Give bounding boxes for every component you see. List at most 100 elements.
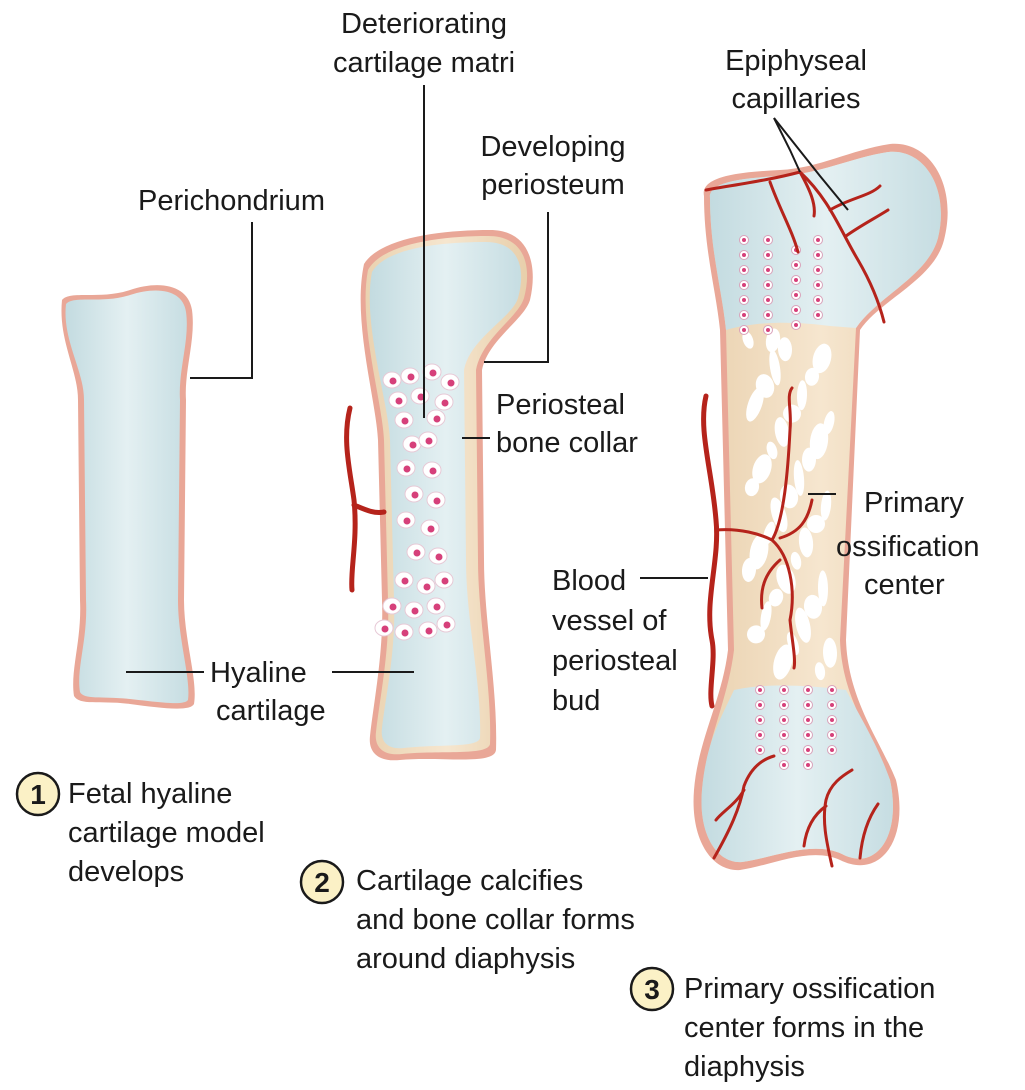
label-deteriorating-2: cartilage matri xyxy=(333,47,515,79)
cell-nucleus xyxy=(816,268,820,272)
cell-nucleus xyxy=(816,238,820,242)
cell-nucleus xyxy=(412,608,419,615)
cell-nucleus xyxy=(794,278,798,282)
cell-nucleus xyxy=(434,498,441,505)
cell-nucleus xyxy=(404,466,411,473)
cell-nucleus xyxy=(742,328,746,332)
cell-nucleus xyxy=(766,238,770,242)
step-1-line-2: cartilage model xyxy=(68,817,265,849)
cell-nucleus xyxy=(782,748,786,752)
label-periosteal-collar-1: Periosteal xyxy=(496,389,625,421)
cell-nucleus xyxy=(830,688,834,692)
label-hyaline-2: cartilage xyxy=(216,695,326,727)
cell-nucleus xyxy=(442,400,449,407)
cell-nucleus xyxy=(434,416,441,423)
cell-nucleus xyxy=(758,748,762,752)
cell-nucleus xyxy=(402,630,409,637)
cell-nucleus xyxy=(816,253,820,257)
cell-nucleus xyxy=(426,628,433,635)
cell-nucleus xyxy=(766,283,770,287)
cell-nucleus xyxy=(766,268,770,272)
step-3-line-1: Primary ossification xyxy=(684,973,935,1005)
step-3-caption: 3 Primary ossification center forms in t… xyxy=(631,968,935,1083)
cell-nucleus xyxy=(816,298,820,302)
step-1-line-3: develops xyxy=(68,856,184,888)
label-primary-center-1: Primary xyxy=(864,487,964,519)
label-blood-vessel-2: vessel of xyxy=(552,605,667,637)
cell-nucleus xyxy=(382,626,389,633)
cell-nucleus xyxy=(782,688,786,692)
label-epiphyseal-1: Epiphyseal xyxy=(725,45,867,77)
cell-nucleus xyxy=(794,263,798,267)
cell-nucleus xyxy=(782,703,786,707)
step-2-line-2: and bone collar forms xyxy=(356,904,635,936)
cell-nucleus xyxy=(742,313,746,317)
cell-nucleus xyxy=(830,718,834,722)
periosteal-bud-vessel xyxy=(704,396,717,706)
cell-nucleus xyxy=(448,380,455,387)
step-2-line-1: Cartilage calcifies xyxy=(356,865,583,897)
cell-nucleus xyxy=(830,703,834,707)
cell-nucleus xyxy=(444,622,451,629)
label-primary-center-3: center xyxy=(864,569,945,601)
cell-nucleus xyxy=(742,253,746,257)
step-2-number: 2 xyxy=(314,867,330,898)
cell-nucleus xyxy=(434,604,441,611)
cell-nucleus xyxy=(816,313,820,317)
cell-nucleus xyxy=(830,748,834,752)
leader-perichondrium xyxy=(190,222,252,378)
cell-nucleus xyxy=(390,378,397,385)
step-3-number: 3 xyxy=(644,974,660,1005)
label-deteriorating-1: Deteriorating xyxy=(341,8,507,40)
label-periosteal-collar-2: bone collar xyxy=(496,427,638,459)
cell-nucleus xyxy=(390,604,397,611)
label-blood-vessel-4: bud xyxy=(552,685,600,717)
cell-nucleus xyxy=(404,518,411,525)
cell-nucleus xyxy=(806,718,810,722)
step-1-caption: 1 Fetal hyaline cartilage model develops xyxy=(17,773,265,888)
cell-nucleus xyxy=(428,526,435,533)
cell-nucleus xyxy=(402,578,409,585)
cell-nucleus xyxy=(410,442,417,449)
cell-nucleus xyxy=(794,323,798,327)
step-1-line-1: Fetal hyaline xyxy=(68,778,232,810)
cell-nucleus xyxy=(758,718,762,722)
cell-nucleus xyxy=(830,733,834,737)
label-perichondrium: Perichondrium xyxy=(138,185,325,217)
label-primary-center-2: ossification xyxy=(836,531,979,563)
cell-nucleus xyxy=(402,418,409,425)
cell-nucleus xyxy=(396,398,403,405)
label-blood-vessel-1: Blood xyxy=(552,565,626,597)
step-3-line-2: center forms in the xyxy=(684,1012,924,1044)
cell-nucleus xyxy=(816,283,820,287)
cell-nucleus xyxy=(426,438,433,445)
cell-nucleus xyxy=(782,763,786,767)
cell-nucleus xyxy=(806,748,810,752)
cell-nucleus xyxy=(742,238,746,242)
label-blood-vessel-3: periosteal xyxy=(552,645,678,677)
cell-nucleus xyxy=(408,374,415,381)
step-2-line-3: around diaphysis xyxy=(356,943,575,975)
cell-nucleus xyxy=(794,293,798,297)
cell-nucleus xyxy=(436,554,443,561)
step-2-caption: 2 Cartilage calcifies and bone collar fo… xyxy=(301,861,635,975)
cell-nucleus xyxy=(806,763,810,767)
cell-nucleus xyxy=(424,584,431,591)
cell-nucleus xyxy=(766,253,770,257)
cell-nucleus xyxy=(758,688,762,692)
cell-nucleus xyxy=(782,718,786,722)
cell-nucleus xyxy=(782,733,786,737)
cell-nucleus xyxy=(742,298,746,302)
step-3-line-3: diaphysis xyxy=(684,1051,805,1083)
label-hyaline-1: Hyaline xyxy=(210,657,307,689)
label-developing-1: Developing xyxy=(480,131,625,163)
cell-nucleus xyxy=(766,313,770,317)
label-epiphyseal-2: capillaries xyxy=(732,83,861,115)
cell-nucleus xyxy=(442,578,449,585)
stage1-bone xyxy=(61,285,194,708)
cell-nucleus xyxy=(412,492,419,499)
stage2-bone xyxy=(347,230,533,760)
label-developing-2: periosteum xyxy=(481,169,624,201)
step-1-number: 1 xyxy=(30,779,46,810)
